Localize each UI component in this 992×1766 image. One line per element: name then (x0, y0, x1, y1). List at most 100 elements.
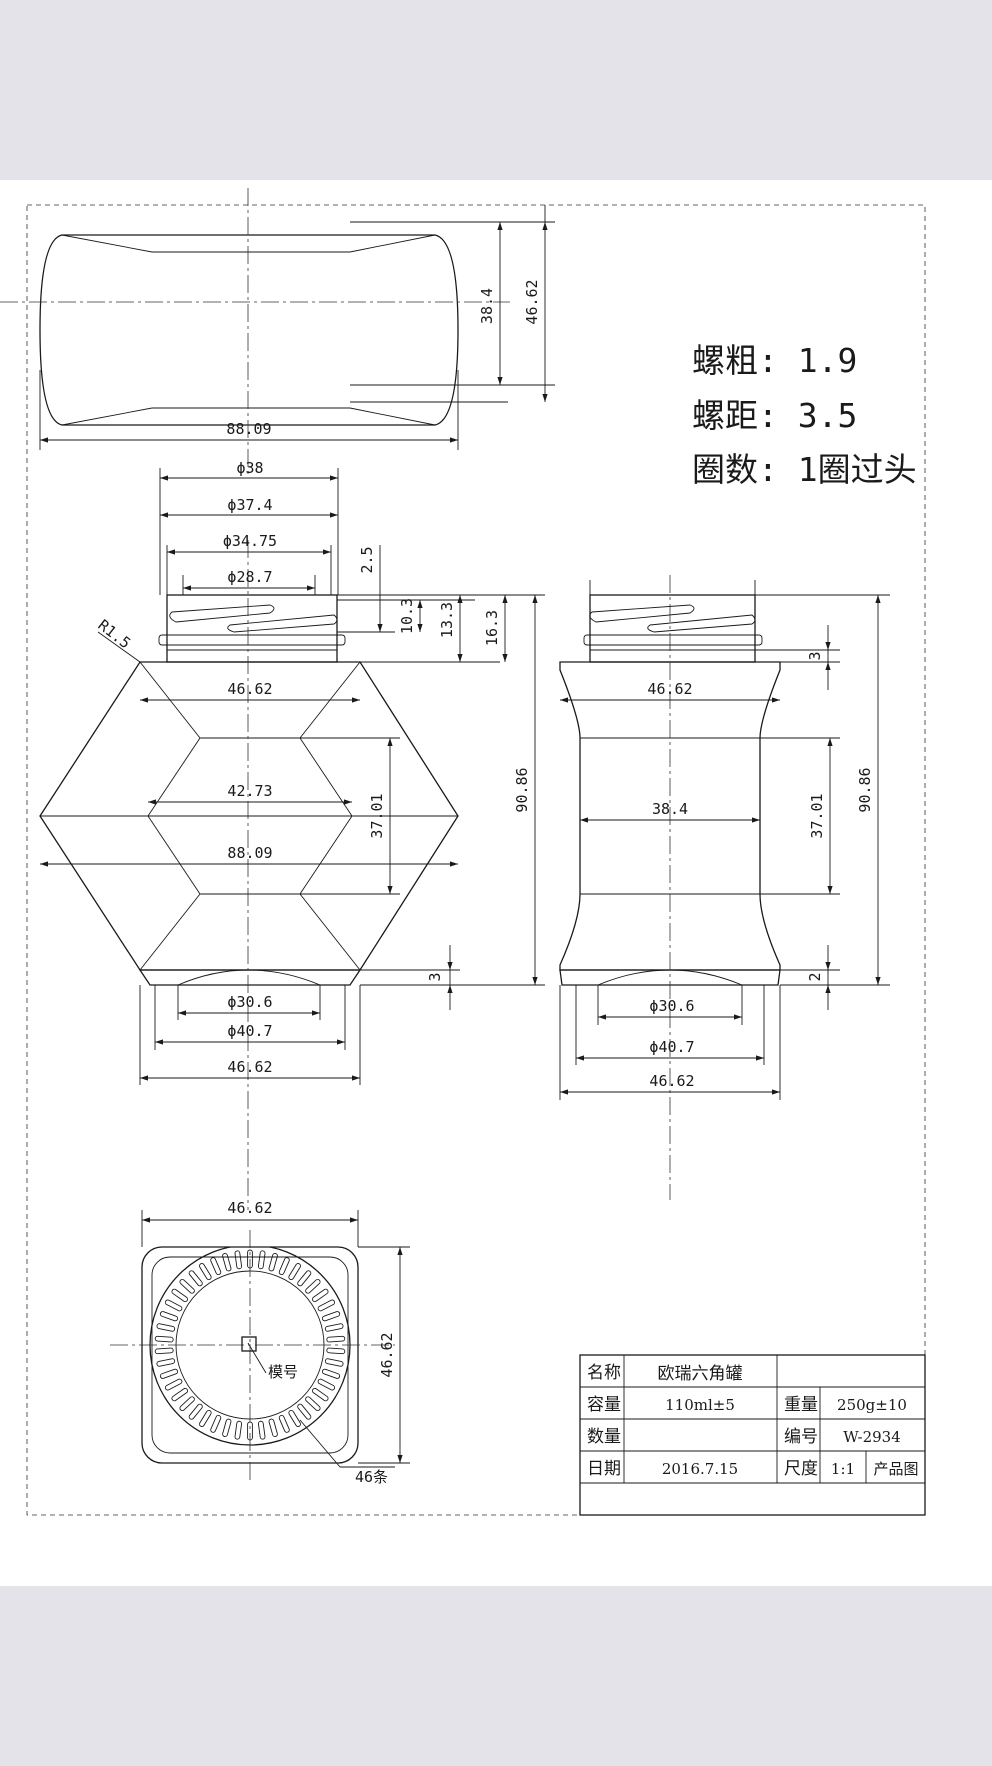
rib-slot (199, 1263, 212, 1281)
arrow-head (142, 1217, 150, 1223)
dim-top-height-outer: 46.62 (523, 279, 541, 324)
dim-neck-d34: ϕ34.75 (223, 532, 277, 550)
tb-type-value: 产品图 (873, 1460, 918, 1478)
rib-slot (297, 1403, 312, 1420)
rib-slot (321, 1311, 341, 1322)
rib-slot (222, 1252, 232, 1272)
arrow-head (350, 1217, 358, 1223)
rib-slot (156, 1323, 176, 1332)
tb-weight-label: 重量 (784, 1395, 818, 1415)
arrow-head (307, 585, 315, 591)
bottom-view: 模号 46条 46.62 46.62 (110, 1199, 410, 1486)
arrow-head (40, 861, 48, 867)
tb-name-value: 欧瑞六角罐 (658, 1364, 743, 1384)
rib-slot (268, 1252, 278, 1272)
tb-code-value: W-2934 (843, 1428, 901, 1446)
dim-base-d30: ϕ30.6 (227, 993, 272, 1011)
tb-weight-value: 250g±10 (837, 1396, 907, 1414)
arrow-head (756, 1055, 764, 1061)
arrow-head (352, 697, 360, 703)
arrow-head (352, 1075, 360, 1081)
tb-capacity-label: 容量 (587, 1395, 621, 1415)
arrow-head (532, 977, 538, 985)
arrow-head (560, 697, 568, 703)
rib-slot (210, 1414, 222, 1433)
rib-slot (305, 1278, 321, 1294)
rib-slot (297, 1270, 312, 1287)
rib-slot (210, 1257, 222, 1276)
arrow-head (497, 377, 503, 385)
dim-top-width: 88.09 (226, 420, 271, 438)
spec-thread-thickness: 螺粗: 1.9 (692, 341, 857, 380)
rib-slot (288, 1263, 301, 1281)
arrow-head (825, 962, 831, 970)
rib-slot (268, 1418, 278, 1438)
dim-side-neck: 3 (806, 651, 824, 660)
rib-slot (154, 1347, 174, 1355)
rib-slot (288, 1409, 301, 1427)
tb-capacity-value: 110ml±5 (665, 1396, 735, 1414)
rib-slot (317, 1299, 336, 1312)
dim-radius: R1.5 (95, 616, 135, 652)
arrow-head (167, 549, 175, 555)
dim-total-height: 90.86 (513, 767, 531, 812)
rib-slot (278, 1257, 290, 1276)
arrow-head (542, 394, 548, 402)
dim-side-base-height: 2 (806, 972, 824, 981)
tb-qty-label: 数量 (587, 1427, 621, 1447)
tb-code-label: 编号 (784, 1427, 818, 1447)
rib-slot (188, 1403, 203, 1420)
arrow-head (140, 1075, 148, 1081)
rib-slot (326, 1347, 346, 1355)
dim-side-shoulder: 46.62 (647, 680, 692, 698)
dim-side-base-width: 46.62 (649, 1072, 694, 1090)
tb-scale-label: 尺度 (784, 1459, 818, 1479)
side-view: 46.62 38.4 3 37.01 2 90.86 ϕ30.6 ϕ40.7 4… (559, 575, 890, 1200)
arrow-head (183, 585, 191, 591)
rib-slot (199, 1409, 212, 1427)
thread-specs: 螺粗: 1.9 螺距: 3.5 圈数: 1圈过头 (692, 341, 917, 489)
dim-neck-d28: ϕ28.7 (227, 568, 272, 586)
rib-slot (179, 1278, 195, 1294)
dim-h10: 10.3 (398, 598, 416, 634)
arrow-head (387, 886, 393, 894)
arrow-head (772, 697, 780, 703)
rib-slot (324, 1358, 344, 1367)
dim-thread-top: 2.5 (358, 546, 376, 573)
arrow-head (447, 985, 453, 993)
rib-slot (159, 1368, 179, 1379)
rib-slot (179, 1396, 195, 1412)
bottom-ribs (154, 1249, 346, 1441)
arrow-head (160, 475, 168, 481)
dim-mid-height: 37.01 (368, 793, 386, 838)
dim-waist-width: 42.73 (227, 782, 272, 800)
arrow-head (542, 222, 548, 230)
front-view: ϕ38 ϕ37.4 ϕ34.75 ϕ28.7 2.5 10.3 13.3 16.… (39, 459, 545, 1210)
arrow-head (40, 437, 48, 443)
arrow-head (312, 1010, 320, 1016)
rib-slot (317, 1378, 336, 1391)
arrow-head (497, 222, 503, 230)
tb-name-label: 名称 (587, 1363, 621, 1383)
dim-top-height-inner: 38.4 (478, 288, 496, 324)
arrow-head (875, 977, 881, 985)
dim-side-mid-height: 37.01 (808, 793, 826, 838)
rib-slot (257, 1250, 266, 1270)
rib-count-label: 46条 (355, 1468, 388, 1486)
arrow-head (323, 549, 331, 555)
arrow-head (772, 1089, 780, 1095)
arrow-head (447, 962, 453, 970)
rib-slot (188, 1270, 203, 1287)
rib-slot (164, 1378, 183, 1391)
tb-scale-value: 1:1 (831, 1460, 855, 1478)
arrow-head (734, 1014, 742, 1020)
rib-slot (312, 1288, 329, 1303)
dim-base-height: 3 (426, 972, 444, 981)
arrow-head (532, 595, 538, 603)
technical-drawing: 88.09 38.4 46.62 螺粗: 1.9 螺距: 3.5 圈数: 1圈过… (0, 188, 926, 1516)
spec-thread-turns: 圈数: 1圈过头 (692, 450, 917, 489)
dim-base-width: 46.62 (227, 1058, 272, 1076)
rib-slot (321, 1368, 341, 1379)
arrow-head (140, 697, 148, 703)
arrow-head (148, 799, 156, 805)
